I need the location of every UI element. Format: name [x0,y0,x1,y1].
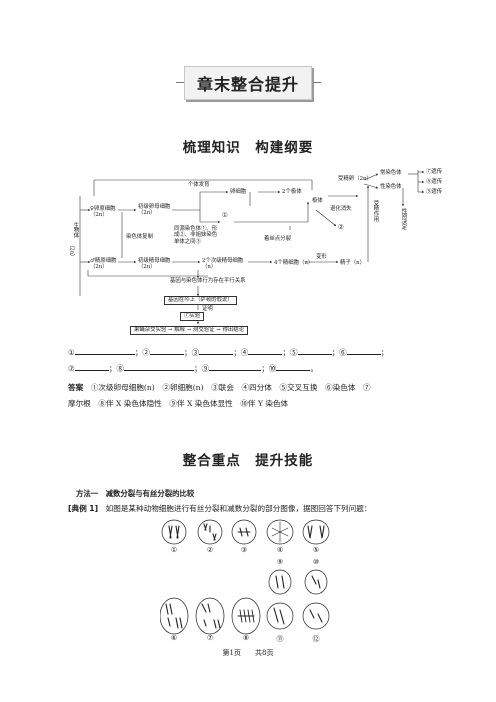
cell-label-9: ⑨ [276,558,284,566]
blank-5[interactable] [297,346,332,355]
blank-3[interactable] [199,346,234,355]
blank-4[interactable] [248,346,283,355]
zygote: 受精卵（2n） [338,176,372,182]
banner-rule-right [313,82,321,83]
answer-line-1: 答案 ①次级卵母细胞(n) ②卵细胞(n) ③联会 ④四分体 ⑤交叉互换 ⑥染色… [68,383,371,392]
organism-label: 生物体 [72,222,79,239]
centromere-split: 着丝点分裂 [264,236,291,242]
cell-label-3: ③ [240,546,248,554]
egg-mother-cell: ♀卵原细胞（2n） [90,206,116,219]
answer-line-2: 摩尔根 ⑧伴 X 染色体隐性 ⑨伴 X 染色体显性 ⑩伴 Y 染色体 [68,399,289,408]
blank-1[interactable] [74,346,135,355]
proof-label: 证明 [202,306,213,312]
homolog-behaviour: 同源染色体①、形成②、非姐妹染色单体之间③ [174,226,218,245]
cell-label-1: ① [170,546,178,554]
cell-figure-drawing [160,519,330,635]
section-title-knowledge: 梳理知识 构建纲要 [182,140,314,156]
concept-map-lines [79,170,425,325]
sperm-cells: 4个精细胞（n） [274,260,314,266]
parallel-relationship: 基因与染色体行为存在平行关系 [170,278,246,284]
cell-label-8: ⑧ [242,634,250,642]
inheritance-3: ⑨遗传 [426,189,443,195]
inheritance-2: ⑧遗传 [426,179,443,185]
example-text: 如图是某种动物细胞进行有丝分裂和减数分裂的部分图像，据图回答下列问题： [105,504,372,513]
cell-figure: ① ② ③ ④ ⑤ ⑨ ⑩ ⑥ ⑦ ⑧ ⑪ ⑫ [160,518,336,644]
circle-1: ① [222,211,228,219]
organism-ploidy: （2n） [68,242,75,260]
cell-label-2: ② [206,546,214,554]
cell-label-6: ⑥ [170,634,178,642]
method-1-title: 方法一 减数分裂与有丝分裂的比较 [76,489,195,498]
egg-cell: 卵细胞 [230,189,247,195]
autosome: 常染色体 [380,170,402,176]
blank-9[interactable] [209,362,262,371]
section-title-skills: 整合重点 提升技能 [182,453,314,469]
cell-label-5: ⑤ [312,546,320,554]
polar-body: 极体 [312,198,323,204]
method-flow: 果蝇杂交实验 → 解释 → 测交验证 → 得出结论 [130,326,249,335]
chapter-title: 章末整合提升 [196,75,299,94]
sutton-hypothesis: 基因在⑩上（萨顿的假说） [164,296,237,305]
blank-7[interactable] [74,362,109,371]
blank-6[interactable] [346,346,381,355]
blank-10[interactable] [276,362,311,371]
cell-label-4: ④ [276,546,284,554]
transform-label: 变形 [316,254,327,260]
concept-map: 生物体 （2n） 个体发育 ♀卵原细胞（2n） 初级卵母细胞（2n） 染色体复制… [68,166,444,340]
example-1: [典例 1] 如图是某种动物细胞进行有丝分裂和减数分裂的部分图像，据图回答下列问… [68,503,371,514]
cell-label-7: ⑦ [206,634,214,642]
individual-development: 个体发育 [188,182,210,188]
chromosome-copy: 染色体复制 [126,234,153,240]
blanks-row-1: ①；②；③；④；⑤；⑥； [68,346,389,357]
blank-2[interactable] [150,346,184,355]
sperm-mother-cell: ♂精原细胞（2n） [90,258,117,271]
fertilization: 受精作用 [372,200,379,222]
degenerate: 退化消失 [330,206,352,212]
experiment-box: ⑦实验 [180,312,205,321]
example-label: [典例 1] [68,504,99,513]
sperm: 精子（n） [340,260,366,266]
banner-rule-left [176,82,184,83]
secondary-spermatocyte: 2个次级精母细胞（n） [202,258,244,271]
blank-8[interactable] [124,362,194,371]
cell-label-10: ⑩ [312,558,320,566]
chapter-banner: 章末整合提升 [184,66,312,100]
sex-determination: 性别决定 [400,208,407,230]
primary-oocyte: 初级卵母细胞（2n） [138,204,171,217]
two-polar-bodies: 2个极体 [282,189,302,195]
sex-chromosome: 性染色体 [380,184,402,190]
circle-2: ② [338,223,344,231]
inheritance-1: ⑦遗传 [426,169,443,175]
cell-label-11: ⑪ [276,635,284,643]
blanks-row-2: ⑦；⑧；⑨；⑩。 [68,362,318,373]
cell-label-12: ⑫ [312,635,320,643]
primary-spermatocyte: 初级精母细胞（2n） [138,258,171,271]
answer-label: 答案 [68,383,84,392]
page-footer: 第1页 共8页 [222,649,274,657]
